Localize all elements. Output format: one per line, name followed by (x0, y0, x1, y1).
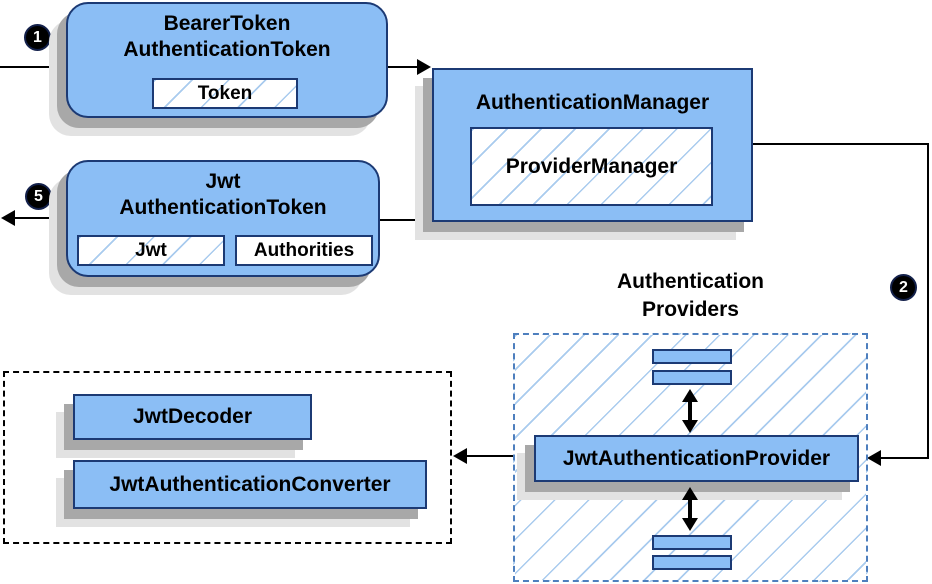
generic-provider-rect (652, 370, 732, 385)
badge-number: 1 (33, 28, 42, 46)
chip-provider-manager: ProviderManager (470, 127, 713, 206)
label-line: Providers (642, 298, 739, 321)
connector-provider-to-converters (466, 455, 534, 457)
double-arrow-stem (688, 497, 692, 521)
chip-label: ProviderManager (505, 154, 678, 178)
generic-provider-rect (652, 555, 732, 570)
chip-label: Token (197, 82, 253, 104)
chip-authorities: Authorities (235, 235, 373, 266)
connector-manager-to-provider-bottom (880, 457, 929, 459)
connector-outgoing-result (13, 217, 66, 219)
arrow-left-icon (1, 210, 15, 226)
node-jwt-decoder: JwtDecoder (73, 394, 312, 440)
title-line: Jwt (205, 170, 241, 193)
providers-group-label: Authentication Providers (513, 268, 868, 324)
node-label: JwtAuthenticationProvider (562, 446, 831, 470)
arrow-right-icon (417, 59, 431, 75)
step-badge-5: 5 (25, 183, 52, 210)
node-label: JwtDecoder (132, 405, 253, 428)
connector-manager-to-provider-vertical (927, 143, 929, 459)
node-jwt-authentication-converter: JwtAuthenticationConverter (73, 460, 427, 509)
arrow-left-icon (867, 450, 881, 466)
generic-provider-rect (652, 535, 732, 550)
connector-bearer-to-manager (386, 66, 420, 68)
double-arrow-stem (688, 399, 692, 423)
title-line: BearerToken (163, 12, 291, 35)
chip-token: Token (152, 78, 298, 109)
connector-manager-to-jwt-token (380, 219, 434, 221)
connector-incoming-request (0, 66, 67, 68)
arrow-up-icon (682, 487, 698, 500)
chip-label: Authorities (253, 239, 355, 261)
arrow-down-icon (682, 420, 698, 433)
badge-number: 5 (34, 187, 43, 205)
node-title: AuthenticationManager (475, 91, 710, 114)
label-line: Authentication (617, 270, 764, 293)
node-label: JwtAuthenticationConverter (109, 472, 391, 496)
node-title: Jwt AuthenticationToken (68, 169, 378, 221)
arrow-down-icon (682, 518, 698, 531)
node-jwt-authentication-provider: JwtAuthenticationProvider (534, 435, 859, 482)
step-badge-2: 2 (890, 274, 917, 301)
title-line: AuthenticationToken (123, 38, 331, 61)
step-badge-1: 1 (24, 24, 51, 51)
chip-label: Jwt (135, 239, 167, 261)
chip-jwt: Jwt (77, 235, 225, 266)
badge-number: 2 (899, 278, 908, 296)
generic-provider-rect (652, 349, 732, 364)
arrow-up-icon (682, 389, 698, 402)
node-title: BearerToken AuthenticationToken (68, 11, 386, 63)
title-line: AuthenticationToken (119, 196, 327, 219)
arrow-left-icon (453, 448, 467, 464)
connector-manager-to-provider-top (753, 143, 929, 145)
node-bearer-token-authentication-token: BearerToken AuthenticationToken (66, 2, 388, 118)
